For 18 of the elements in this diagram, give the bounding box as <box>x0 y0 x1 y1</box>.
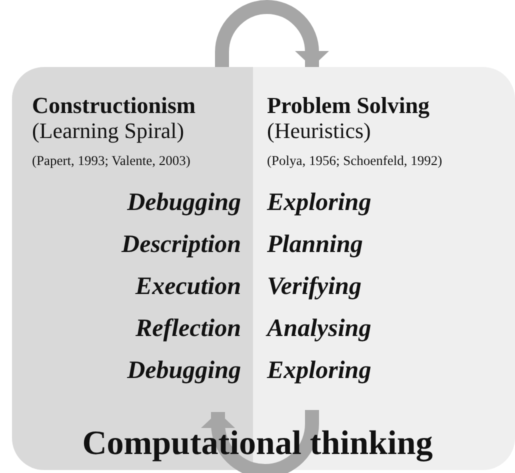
step-label: Debugging <box>127 189 241 217</box>
step-label: Debugging <box>127 357 241 385</box>
step-label: Description <box>122 231 241 259</box>
step-label: Execution <box>135 273 241 301</box>
step-label: Verifying <box>267 273 362 301</box>
panel-subheading: (Heuristics) <box>267 118 371 143</box>
step-label: Analysing <box>267 315 372 343</box>
step-label: Planning <box>267 231 363 259</box>
curved-arrow <box>201 410 319 473</box>
citation: (Papert, 1993; Valente, 2003) <box>32 153 190 169</box>
panel-heading: Problem Solving <box>267 93 430 118</box>
panel-heading: Constructionism <box>32 93 196 118</box>
panel-subheading: (Learning Spiral) <box>32 118 184 143</box>
step-label: Exploring <box>267 357 372 385</box>
step-label: Reflection <box>135 315 241 343</box>
citation: (Polya, 1956; Schoenfeld, 1992) <box>267 153 442 169</box>
step-label: Exploring <box>267 189 372 217</box>
diagram-title: Computational thinking <box>82 425 433 462</box>
